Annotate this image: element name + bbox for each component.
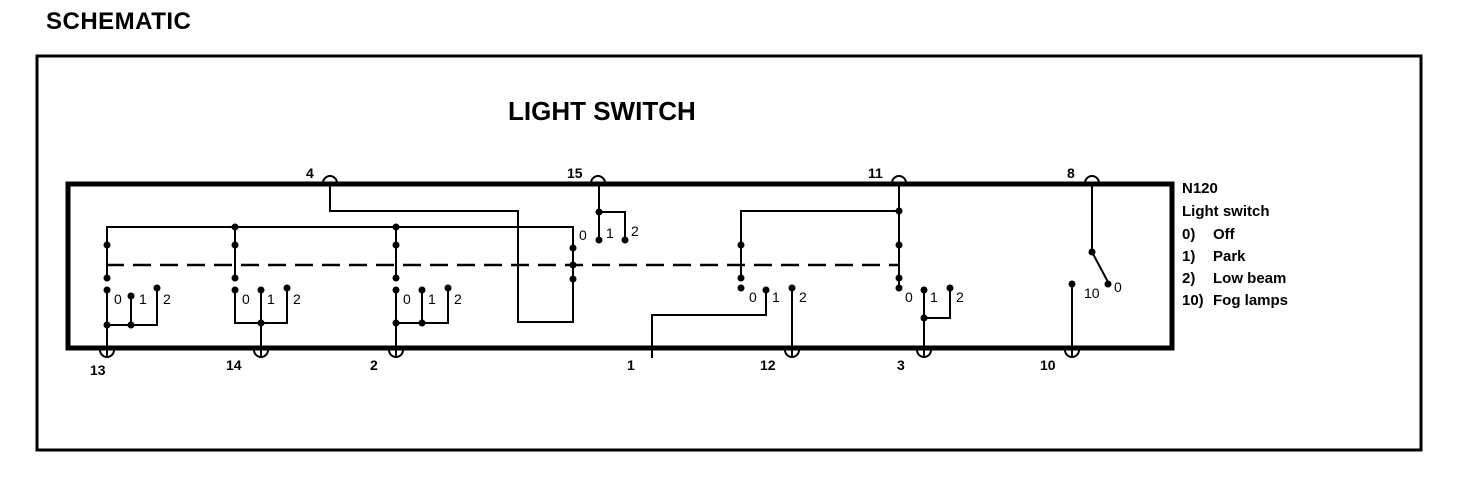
component-code: N120 — [1182, 180, 1218, 197]
svg-text:15: 15 — [567, 165, 583, 181]
svg-text:0: 0 — [114, 291, 122, 307]
component-name: Light switch — [1182, 203, 1270, 220]
switch-group-2: 0 1 2 — [392, 223, 462, 348]
svg-text:4: 4 — [306, 165, 314, 181]
switch-group-fog: 10 0 — [1068, 183, 1122, 348]
svg-text:10: 10 — [1040, 357, 1056, 373]
legend-label-fog: Fog lamps — [1213, 292, 1288, 309]
svg-text:8: 8 — [1067, 165, 1075, 181]
diagram-title: LIGHT SWITCH — [508, 96, 696, 126]
svg-text:10: 10 — [1084, 285, 1100, 301]
legend-code-park: 1) — [1182, 248, 1195, 265]
svg-text:0: 0 — [1114, 279, 1122, 295]
svg-text:3: 3 — [897, 357, 905, 373]
svg-text:2: 2 — [163, 291, 171, 307]
svg-text:0: 0 — [403, 291, 411, 307]
svg-text:12: 12 — [760, 357, 776, 373]
component-legend: N120 Light switch 0) Off 1) Park 2) Low … — [1182, 180, 1288, 309]
svg-text:13: 13 — [90, 362, 106, 378]
svg-text:0: 0 — [905, 289, 913, 305]
svg-text:0: 0 — [749, 289, 757, 305]
terminal-13: 13 — [90, 348, 115, 378]
svg-text:11: 11 — [868, 165, 883, 181]
svg-text:1: 1 — [627, 357, 635, 373]
svg-text:2: 2 — [370, 357, 378, 373]
legend-label-park: Park — [1213, 248, 1246, 265]
svg-text:14: 14 — [226, 357, 242, 373]
svg-text:2: 2 — [631, 223, 639, 239]
terminal-1: 1 — [627, 348, 653, 373]
terminal-3: 3 — [897, 348, 932, 373]
switch-group-11: 0 1 2 0 1 2 — [651, 183, 964, 348]
switch-group-14: 0 1 2 — [231, 223, 301, 348]
outer-frame — [35, 54, 1423, 452]
switch-housing — [65, 181, 1175, 351]
legend-label-off: Off — [1213, 226, 1236, 243]
svg-text:1: 1 — [930, 289, 938, 305]
svg-text:1: 1 — [139, 291, 147, 307]
svg-text:1: 1 — [772, 289, 780, 305]
bus-wiring — [106, 183, 626, 323]
svg-text:1: 1 — [606, 225, 614, 241]
svg-text:2: 2 — [454, 291, 462, 307]
legend-label-low-beam: Low beam — [1213, 270, 1286, 287]
switch-group-13: 0 1 2 — [103, 241, 171, 348]
terminal-2: 2 — [370, 348, 404, 373]
svg-text:1: 1 — [267, 291, 275, 307]
page-title: SCHEMATIC — [46, 8, 192, 35]
legend-code-fog: 10) — [1182, 292, 1204, 309]
svg-text:0: 0 — [579, 227, 587, 243]
terminal-11: 11 — [868, 165, 907, 184]
svg-text:2: 2 — [799, 289, 807, 305]
terminal-4: 4 — [306, 165, 338, 184]
terminal-8: 8 — [1067, 165, 1100, 184]
svg-text:2: 2 — [293, 291, 301, 307]
terminal-10: 10 — [1040, 348, 1080, 373]
svg-text:0: 0 — [242, 291, 250, 307]
svg-text:1: 1 — [428, 291, 436, 307]
terminal-15: 15 — [567, 165, 606, 184]
terminal-12: 12 — [760, 348, 800, 373]
terminal-14: 14 — [226, 348, 269, 373]
switch-group-15: 0 1 2 — [569, 223, 639, 283]
legend-code-off: 0) — [1182, 226, 1195, 243]
svg-text:2: 2 — [956, 289, 964, 305]
legend-code-low-beam: 2) — [1182, 270, 1195, 287]
